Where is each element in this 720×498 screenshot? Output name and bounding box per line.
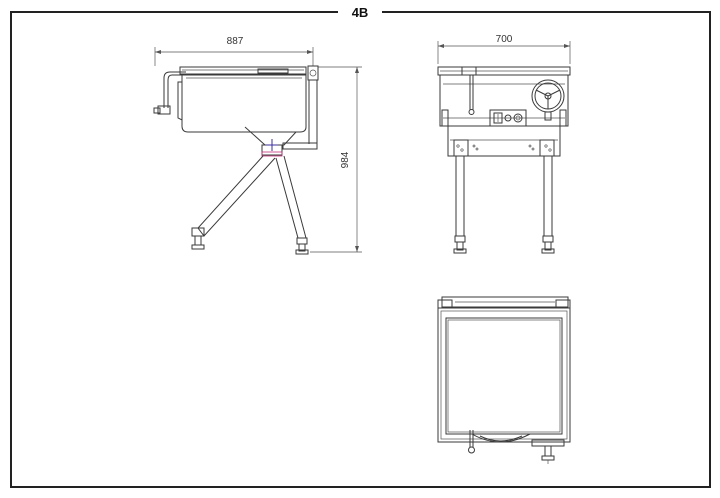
dim-front-width: 700 [496,34,513,45]
side-view: 887 984 [153,36,362,255]
top-view [437,296,571,464]
drawing-title: 4B [352,5,369,20]
dim-height: 984 [340,151,351,168]
dim-side-width: 887 [227,36,244,47]
drawing-border [10,11,711,488]
front-view: 700 [437,34,571,254]
